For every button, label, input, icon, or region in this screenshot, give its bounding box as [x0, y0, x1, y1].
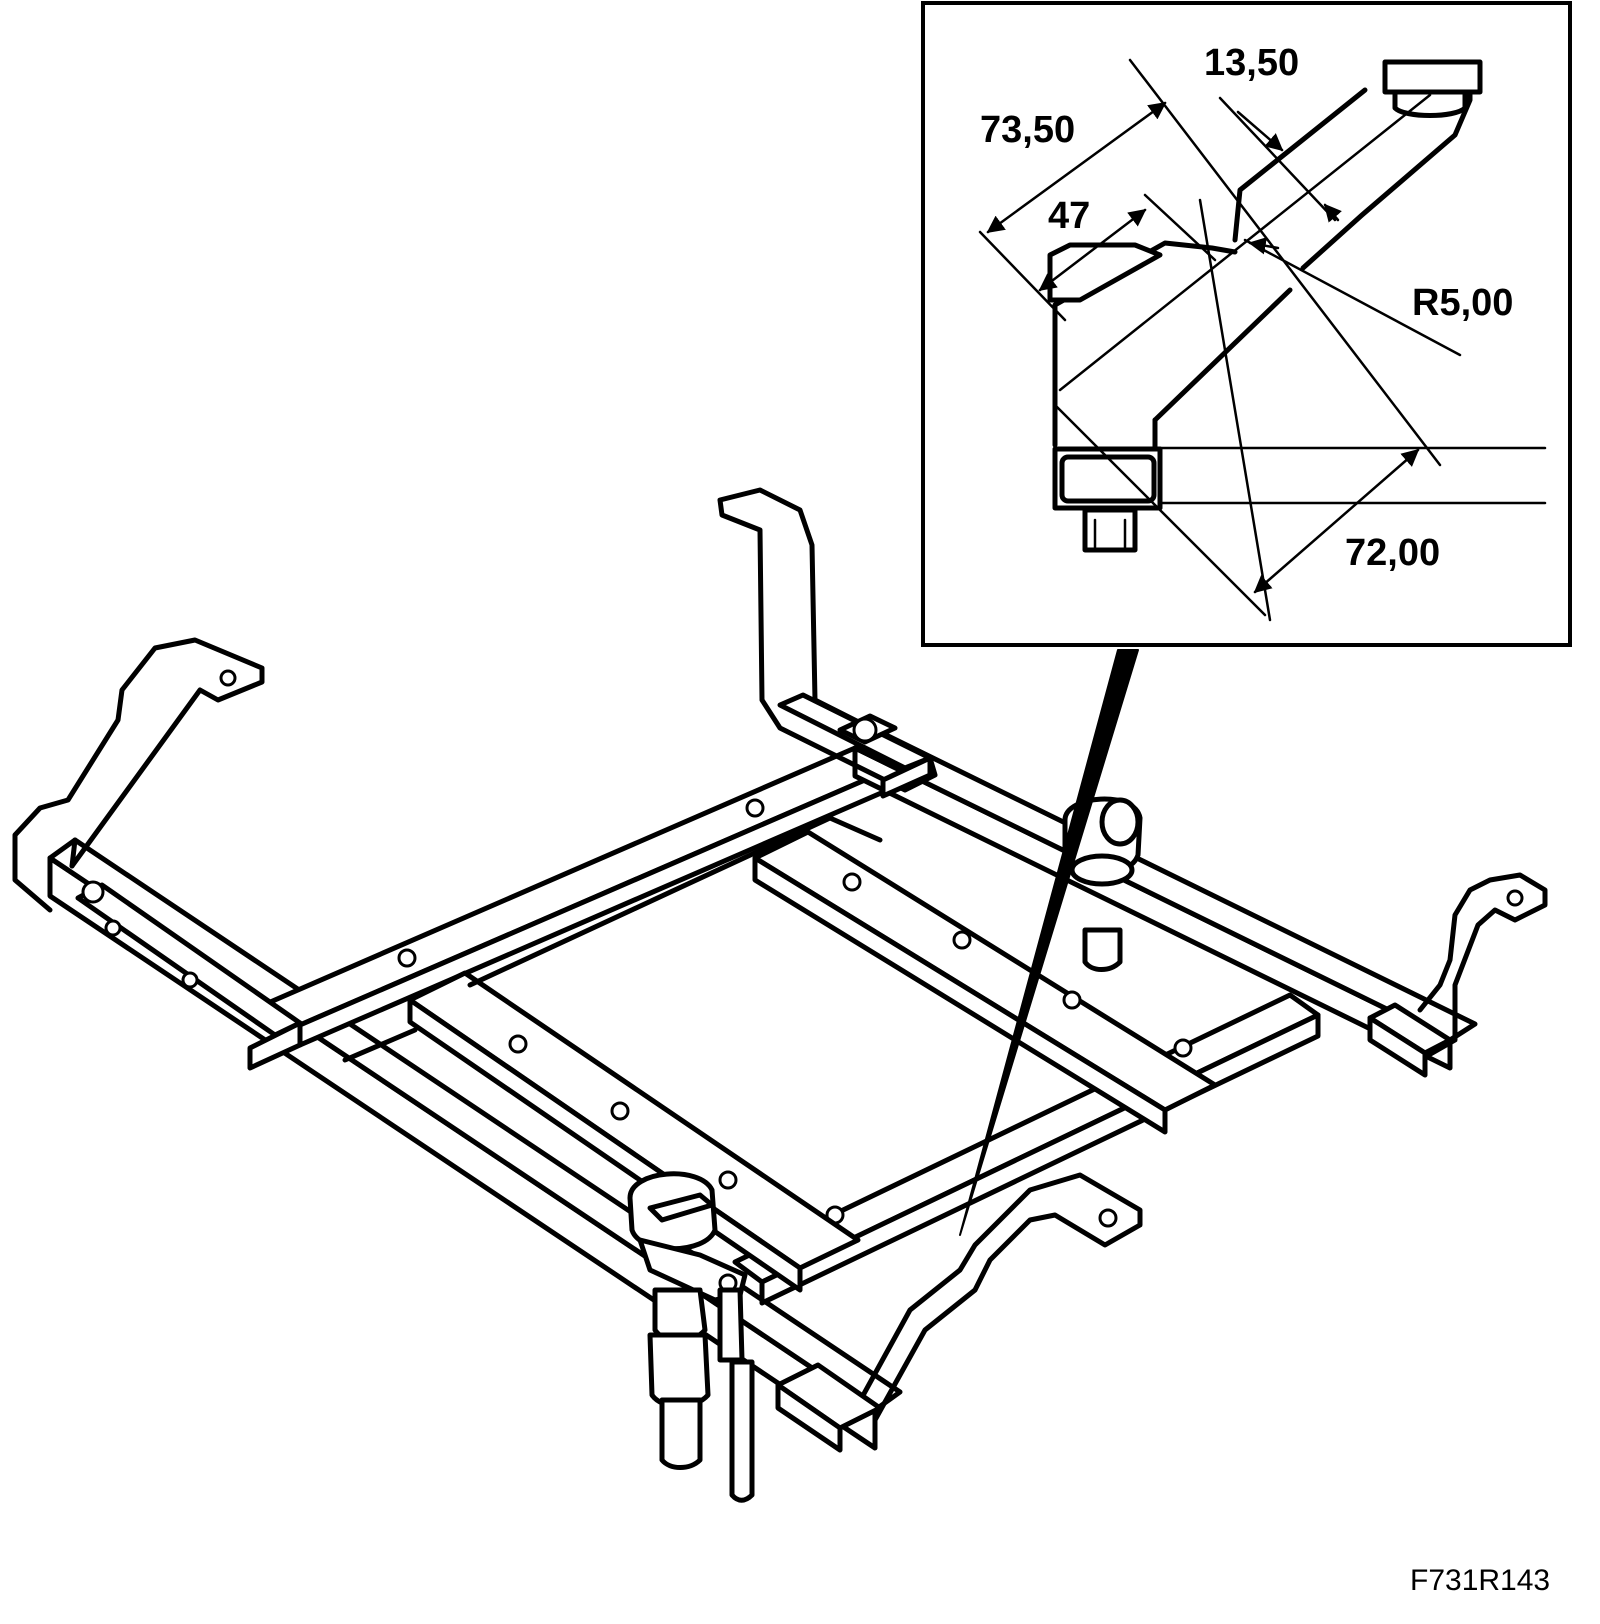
dim-label-r5-00: R5,00: [1412, 282, 1513, 324]
front-adjuster-knob: [627, 1171, 755, 1503]
figure-code: F731R143: [1410, 1564, 1550, 1597]
right-side-rail: [852, 729, 1478, 1071]
dim-label-73-50: 73,50: [980, 109, 1075, 151]
detail-construction-lines: [978, 58, 1462, 622]
detail-dimension-arrows: [986, 101, 1420, 594]
right-front-bracket: [1367, 872, 1548, 1078]
rear-upright-bracket: [717, 487, 938, 799]
dim-label-72-00: 72,00: [1345, 532, 1440, 574]
detail-inset: 13,50 73,50 47 R5,00 72,00: [921, 1, 1572, 647]
dim-label-47: 47: [1048, 195, 1090, 237]
front-center-bracket: [775, 1172, 1143, 1453]
frame-opening: [342, 815, 883, 1063]
detail-frame: [921, 1, 1572, 647]
seat-frame-assembly: [12, 487, 1548, 1503]
dim-label-13-50: 13,50: [1204, 42, 1299, 84]
left-rear-bracket: [12, 637, 303, 1071]
detail-leader-line: [959, 649, 1139, 1236]
inner-slat-right: [752, 829, 1218, 1135]
